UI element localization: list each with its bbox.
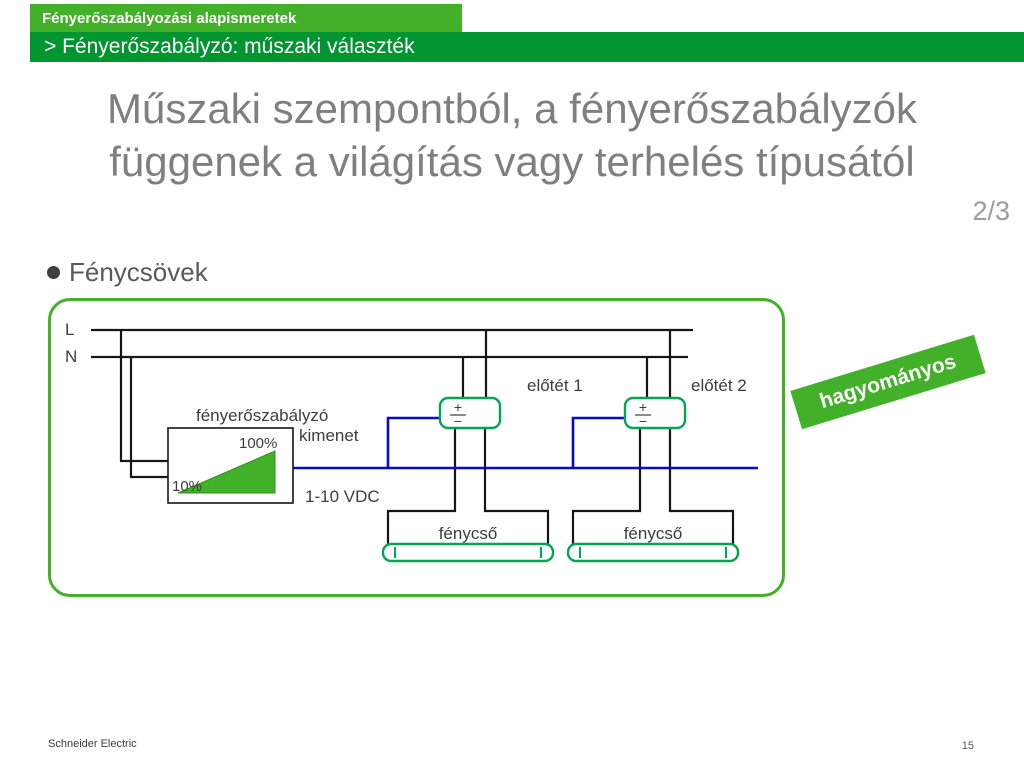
ballast1-label: előtét 1 (527, 376, 583, 395)
bullet-item: Fénycsövek (47, 257, 208, 288)
ballast1-tube-wire-left (386, 428, 457, 544)
slide-number: 15 (961, 740, 974, 752)
circuit-diagram: 100% 10% + − + − L N fényerőszabályzó ki… (48, 298, 785, 597)
ballast1-box (438, 396, 502, 430)
slide-title-line-1: Műszaki szempontból, a fényerőszabályzók (106, 85, 918, 132)
bullet-label: Fénycsövek (69, 257, 208, 287)
dimmer-feed-n (129, 357, 168, 479)
slide-title: Műszaki szempontból, a fényerőszabályzók… (0, 82, 1024, 188)
tube2-label: fénycső (624, 524, 683, 543)
tube1-body (381, 542, 555, 563)
n-label: N (65, 347, 77, 366)
dimmer-100-label: 100% (239, 435, 277, 452)
bullet-icon (47, 266, 60, 279)
l-label: L (65, 320, 74, 339)
dimmer-10-label: 10% (172, 478, 202, 495)
ballast2-minus: − (639, 413, 647, 429)
ballast2-tube-wire-left (571, 428, 642, 544)
page-fraction: 2/3 (972, 196, 1010, 226)
ballast2-plus: + (639, 399, 647, 415)
ballast2-label: előtét 2 (691, 376, 747, 395)
ballast1-minus: − (454, 413, 462, 429)
ballast2-tube-wire-right (668, 428, 735, 544)
ballast1-plus: + (454, 399, 462, 415)
circuit-diagram-svg: 100% 10% + − + − L N fényerőszabályzó ki… (65, 320, 758, 563)
output-label: kimenet (299, 426, 359, 445)
tube1-label: fénycső (439, 524, 498, 543)
slide-title-line-2: függenek a világítás vagy terhelés típus… (109, 138, 915, 185)
control-wire-ballast1 (386, 416, 440, 468)
conventional-banner: hagyományos (790, 334, 986, 430)
dimmer-feed-l (119, 330, 168, 463)
kicker-text: Fényerőszabályozási alapismeretek (42, 9, 297, 27)
footer-brand: Schneider Electric (48, 738, 137, 750)
ballast2-box (623, 396, 687, 430)
control-wire-ballast2 (571, 416, 625, 468)
kicker-bar: Fényerőszabályozási alapismeretek (30, 4, 462, 32)
breadcrumb-text: > Fényerőszabályzó: műszaki választék (44, 35, 415, 58)
breadcrumb-bar: > Fényerőszabályzó: műszaki választék (30, 32, 1024, 62)
control-voltage-label: 1-10 VDC (305, 487, 380, 506)
tube2-body (566, 542, 740, 563)
dimmer-label: fényerőszabályzó (196, 406, 328, 425)
ballast1-tube-wire-right (483, 428, 550, 544)
dimmer-ramp-triangle (177, 450, 276, 494)
